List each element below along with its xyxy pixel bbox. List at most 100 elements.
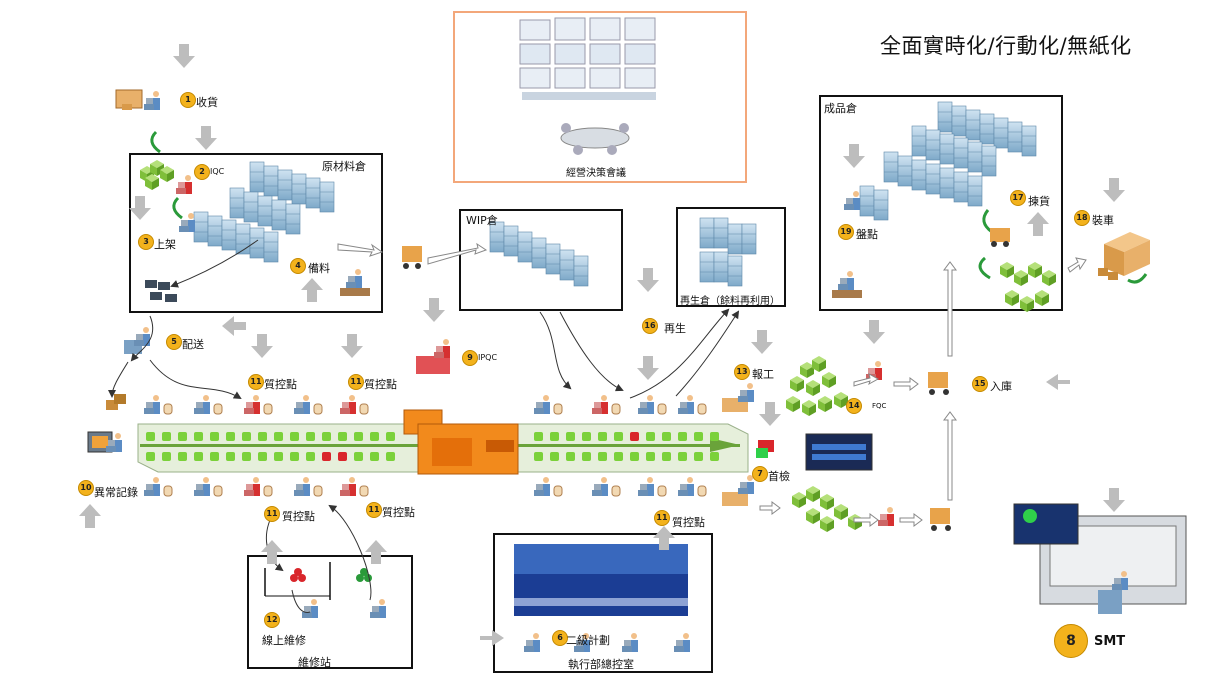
line-dot — [534, 452, 543, 461]
line-dot — [274, 432, 283, 441]
line-dot — [162, 432, 171, 441]
step-8-label: SMT — [1094, 634, 1126, 649]
line-dot — [322, 452, 331, 461]
smt-machine — [1013, 503, 1187, 614]
step-11a-badge: 11 — [248, 374, 264, 390]
line-dot — [598, 432, 607, 441]
line-dot — [194, 452, 203, 461]
line-operator — [638, 477, 654, 496]
step-8-badge: 8 — [1054, 624, 1088, 658]
step-11b-badge: 11 — [348, 374, 364, 390]
parts-bin — [697, 485, 707, 497]
line-operator — [294, 477, 310, 496]
page-title: 全面實時化/行動化/無紙化 — [880, 34, 1132, 58]
line-dot — [306, 452, 315, 461]
step-17-badge: 17 — [1010, 190, 1026, 206]
parts-bin — [313, 485, 323, 497]
line-dot — [210, 452, 219, 461]
line-operator — [592, 477, 608, 496]
report-desk — [722, 383, 754, 412]
line-operator — [144, 477, 160, 496]
line-dot — [582, 432, 591, 441]
parts-bin — [163, 403, 173, 415]
line-dot — [646, 432, 655, 441]
step-11b-label: 質控點 — [364, 378, 397, 391]
step-4-badge: 4 — [290, 258, 306, 274]
double-arrows — [337, 242, 1087, 527]
first-check-desk — [722, 475, 754, 506]
line-dot — [614, 452, 623, 461]
parts-bin — [359, 403, 369, 415]
step-14-label: FQC — [872, 402, 887, 410]
step-12-badge: 12 — [264, 612, 280, 628]
desk-worker-finished — [832, 271, 862, 298]
fqc-cubes — [786, 356, 848, 416]
cubes-lower — [792, 486, 862, 532]
planning-screen — [514, 544, 688, 616]
parts-bin — [213, 485, 223, 497]
step-19-badge: 19 — [838, 224, 854, 240]
step-9-badge: 9 — [462, 350, 478, 366]
line-operator — [340, 395, 356, 414]
gray-arrows — [79, 44, 1125, 646]
line-operator — [534, 395, 550, 414]
line-operator — [592, 395, 608, 414]
line-dot — [678, 432, 687, 441]
repair-station-label: 維修站 — [298, 656, 331, 669]
line-dot — [662, 432, 671, 441]
line-dot — [614, 432, 623, 441]
line-dot — [258, 452, 267, 461]
line-machine — [403, 409, 519, 475]
line-operator — [144, 395, 160, 414]
step-15-badge: 15 — [972, 376, 988, 392]
step-3-label: 上架 — [154, 238, 176, 251]
line-dot — [550, 432, 559, 441]
line-dot — [338, 432, 347, 441]
line-dot — [582, 452, 591, 461]
step-2-label: IQC — [210, 167, 225, 176]
step-6-badge: 6 — [552, 630, 568, 646]
line-operators — [144, 395, 707, 497]
forklift-finished — [990, 228, 1010, 247]
step-12-label: 線上維修 — [262, 634, 306, 647]
line-dot — [694, 432, 703, 441]
line-operator — [638, 395, 654, 414]
parts-bin — [553, 403, 563, 415]
step-5-label: 配送 — [182, 338, 204, 351]
regen-label: 再生倉（餘料再利用） — [680, 296, 780, 307]
line-dot — [598, 452, 607, 461]
step-7-label: 首檢 — [768, 470, 790, 483]
step-6-label: 二級計劃 — [566, 634, 610, 647]
step-16-label: 再生 — [664, 322, 686, 335]
line-operator — [194, 395, 210, 414]
line-dot — [354, 432, 363, 441]
delivery-cart — [124, 327, 150, 354]
repair-items — [290, 568, 386, 618]
step-19-label: 盤點 — [856, 228, 878, 241]
step-11e-label: 質控點 — [672, 516, 705, 529]
first-check — [756, 440, 774, 458]
line-dot — [290, 452, 299, 461]
line-dot — [550, 452, 559, 461]
line-dot — [274, 452, 283, 461]
parts-bin — [213, 403, 223, 415]
line-dot — [354, 452, 363, 461]
step-5-badge: 5 — [166, 334, 182, 350]
line-dot — [162, 452, 171, 461]
parts-bin — [611, 403, 621, 415]
step-11c-label: 質控點 — [282, 510, 315, 523]
step-11c-badge: 11 — [264, 506, 280, 522]
line-dot — [678, 452, 687, 461]
step-11d-badge: 11 — [366, 502, 382, 518]
parts-bin — [359, 485, 369, 497]
line-dot — [178, 452, 187, 461]
line-dot — [646, 452, 655, 461]
line-dot — [178, 432, 187, 441]
step-3-badge: 3 — [138, 234, 154, 250]
step-18-badge: 18 — [1074, 210, 1090, 226]
line-dot — [258, 432, 267, 441]
status-monitor — [805, 433, 873, 471]
line-dot — [210, 432, 219, 441]
parts-bin — [657, 403, 667, 415]
